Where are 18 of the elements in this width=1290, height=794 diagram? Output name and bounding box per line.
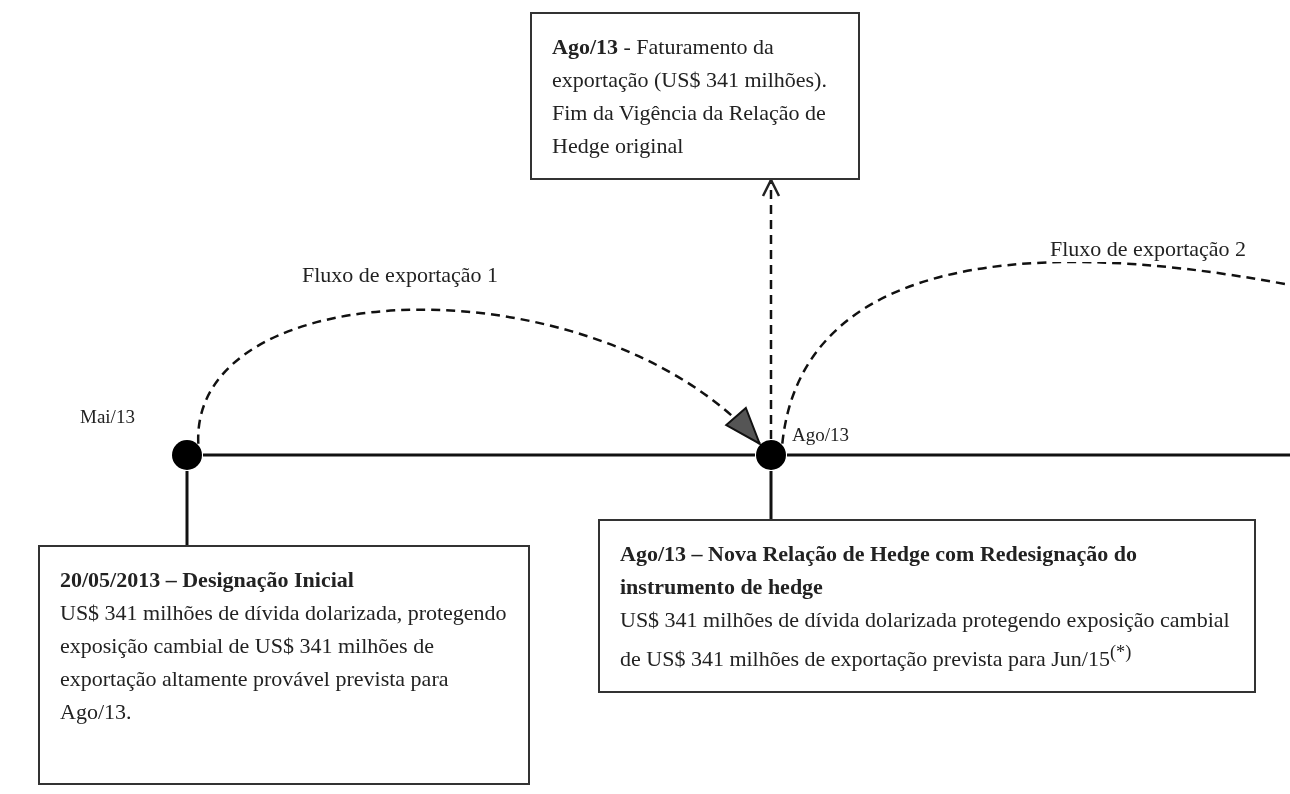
timeline-axis: [203, 453, 755, 457]
event-text: US$ 341 milhões de dívida dolarizada, protegendo exposição cambial de US$ 341 milhões de exportação altamente provável prevista para Ago/13.: [60, 599, 508, 726]
event-text: US$ 341 milhões de dívida dolarizada protegendo exposição cambial de US$ 341 milhões de exportação prevista para Jun/15$^{(*)}$: [620, 606, 1231, 674]
event-box: [38, 545, 530, 785]
timeline-dot: [755, 439, 787, 471]
event-heading: Ago/13 – Nova Relação de Hedge com Redesignação do instrumento de hedge: [620, 540, 1138, 601]
connector-line: [185, 471, 189, 545]
connector-line: [769, 471, 773, 519]
event-box: [530, 12, 860, 180]
date-label: Mai/13: [80, 406, 135, 428]
event-box: [598, 519, 1256, 694]
timeline-axis: [787, 453, 1290, 457]
date-label: Ago/13: [792, 424, 849, 446]
event-text: Ago/13 - Faturamento da exportação (US$ 341 milhões). Fim da Vigência da Relação de Hedge original: [552, 33, 828, 160]
event-heading: 20/05/2013 – Designação Inicial: [60, 566, 355, 594]
arrow: [761, 178, 781, 439]
timeline-dot: [171, 439, 203, 471]
curved-arrow: [197, 308, 761, 445]
